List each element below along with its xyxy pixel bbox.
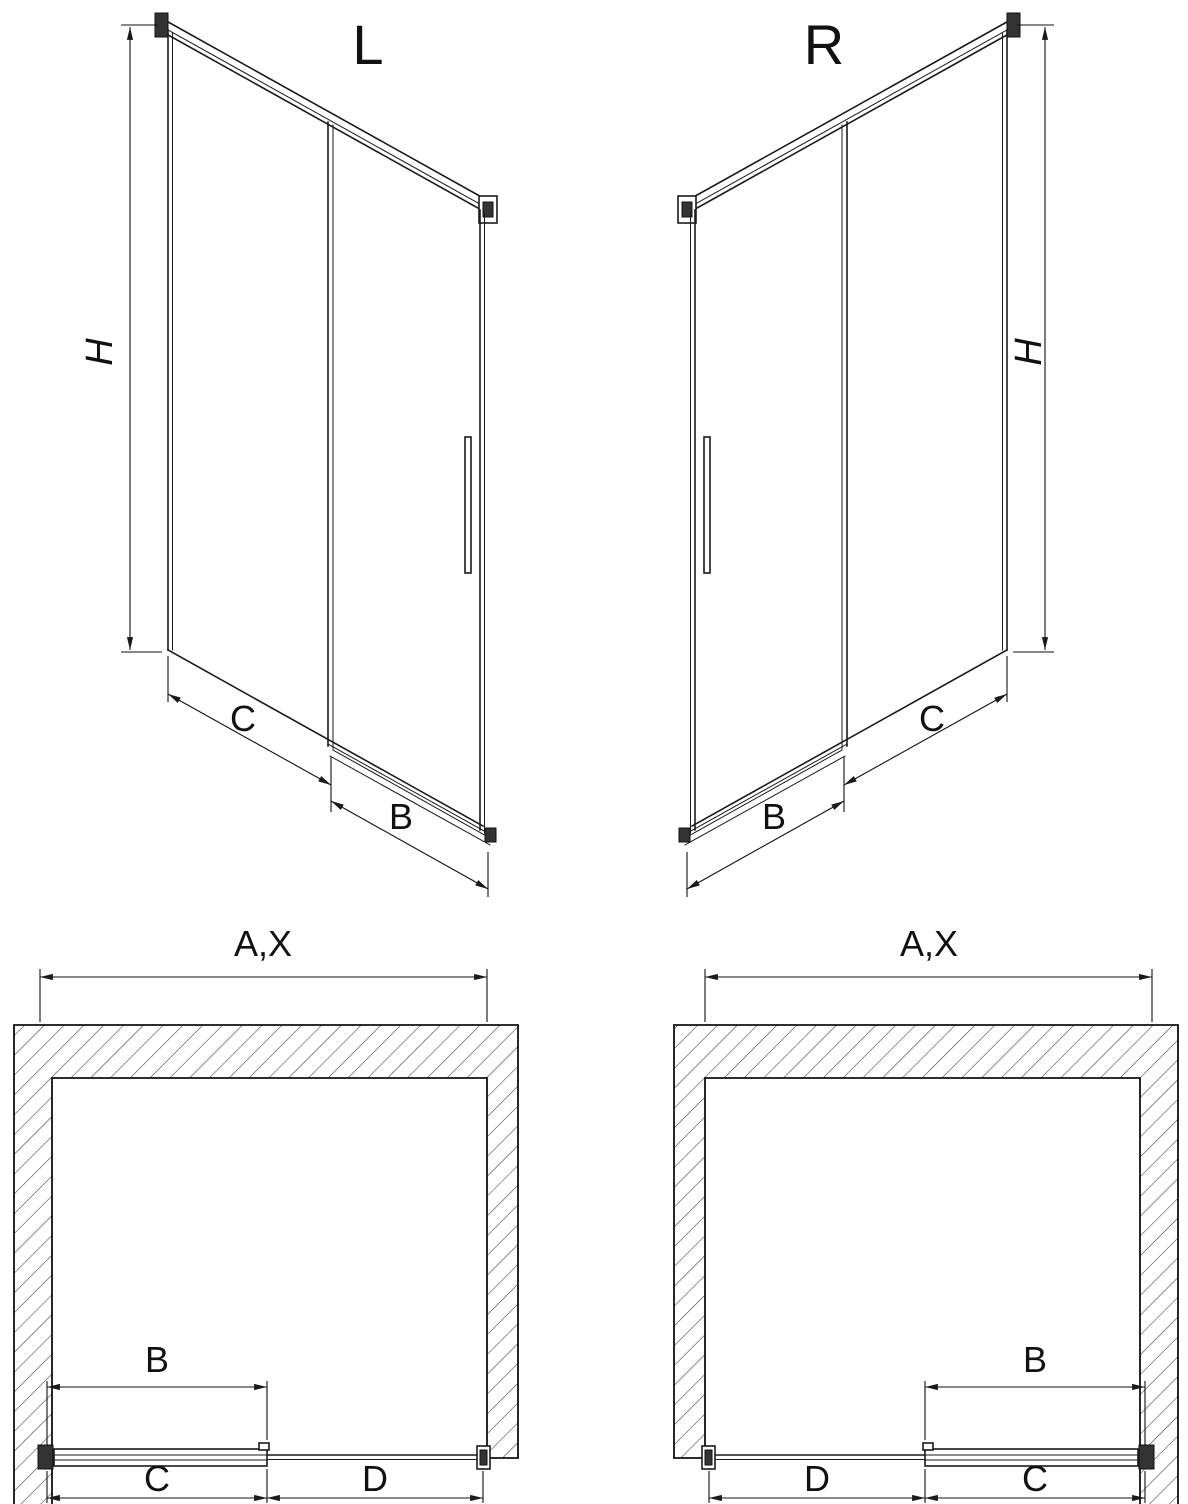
dim-label-height-right: H — [1008, 338, 1050, 366]
plan-view-right: A,X B D C — [673, 923, 1179, 1504]
dim-label-bottom-right-segment: D — [362, 1458, 388, 1499]
dim-label-total-right-plan: A,X — [900, 923, 958, 964]
dim-label-bottom-left-segment-right-plan: D — [804, 1458, 830, 1499]
dim-label-door-right-plan: B — [1023, 1339, 1047, 1380]
walls-hatched-left-plan — [13, 1024, 519, 1504]
dim-label-bottom-left-segment: C — [144, 1458, 170, 1499]
dim-label-door-left-plan: B — [145, 1339, 169, 1380]
view-title-right: R — [804, 13, 844, 76]
dim-label-door-left: B — [389, 796, 413, 837]
iso-view-right: R H B C — [678, 13, 1054, 897]
iso-door-linework-right — [678, 13, 1054, 897]
dim-label-opening-left: C — [230, 698, 256, 739]
iso-door-linework-left — [121, 13, 497, 897]
dim-label-total-left-plan: A,X — [234, 923, 292, 964]
walls-hatched-right-plan — [673, 1024, 1179, 1504]
dim-label-opening-right: C — [919, 698, 945, 739]
dim-label-door-right: B — [762, 796, 786, 837]
dim-label-height-left: H — [79, 338, 121, 366]
plan-view-left: A,X B C D — [13, 923, 519, 1504]
dim-label-bottom-right-segment-right-plan: C — [1022, 1458, 1048, 1499]
iso-view-left: L H C B — [79, 13, 497, 897]
view-title-left: L — [352, 13, 383, 76]
